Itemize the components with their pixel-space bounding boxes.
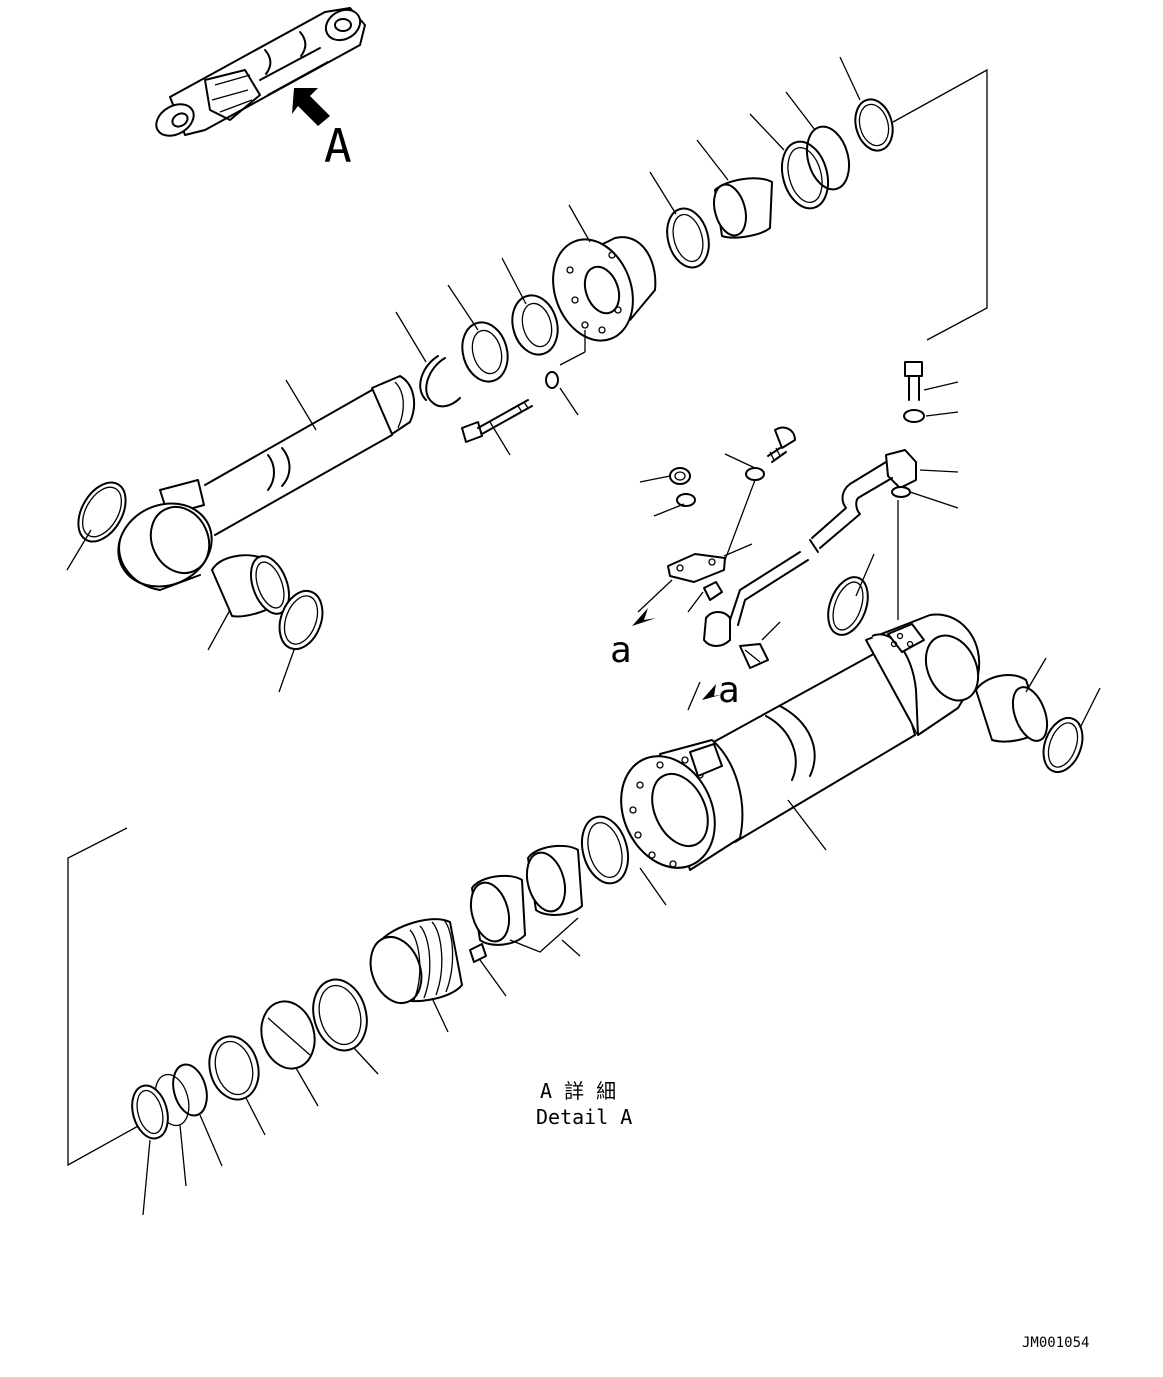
detail-ref-lower: a xyxy=(718,670,740,711)
hydraulic-pipe xyxy=(729,449,917,626)
cushion-ring xyxy=(580,815,630,885)
pipe-clamp xyxy=(703,611,769,669)
rod-eye-bushing xyxy=(211,554,290,618)
pipe-washer xyxy=(903,409,925,423)
piston-pin xyxy=(469,943,487,963)
tube-leader-lines xyxy=(639,553,1101,906)
bottom-eye-bushing xyxy=(975,674,1049,743)
head-o-ring xyxy=(854,98,894,152)
nut-washer xyxy=(676,493,696,507)
overview-cylinder xyxy=(155,7,366,137)
bushing xyxy=(713,177,773,239)
dust-seal xyxy=(780,140,830,210)
view-label: A xyxy=(324,119,352,173)
upper-leader-lines xyxy=(66,56,861,693)
piston-rod xyxy=(117,375,416,591)
bottom-eye-seal-ring xyxy=(827,576,869,636)
clamp-washer xyxy=(745,467,765,481)
bottom-eye-seal-ring-2 xyxy=(1042,716,1084,774)
drawing-number: JM001054 xyxy=(1022,1335,1089,1351)
detail-ref-upper: a xyxy=(610,630,632,671)
piston-seal xyxy=(312,978,368,1052)
pipe-bolt xyxy=(904,361,923,401)
detail-title-en: Detail A xyxy=(536,1105,632,1129)
snap-ring-lower xyxy=(131,1084,169,1140)
rod-eye-seal-ring-2 xyxy=(278,589,324,651)
view-arrow xyxy=(292,88,330,126)
spacer-nut xyxy=(669,467,691,485)
snap-ring xyxy=(419,355,461,408)
lower-leader-lines xyxy=(142,939,581,1216)
detail-ref-arrows xyxy=(632,608,724,700)
bracket-plate xyxy=(703,581,723,601)
backup-ring xyxy=(805,125,851,191)
detail-title-jp: A 詳 細 xyxy=(540,1079,616,1103)
piston-ring-pair xyxy=(469,844,583,953)
head-bolt xyxy=(461,399,533,443)
bushing-ring xyxy=(511,294,559,356)
clamp-bolt xyxy=(767,426,796,463)
piston-wear-ring-2 xyxy=(208,1035,260,1101)
wear-ring xyxy=(666,207,710,269)
piston-wear-ring xyxy=(260,1000,316,1070)
tube-flange xyxy=(620,739,744,871)
piston xyxy=(369,918,463,1004)
cylinder-head xyxy=(552,236,657,342)
rod-packing xyxy=(461,321,509,383)
pipe-bracket xyxy=(667,553,726,583)
detail-frame xyxy=(67,68,988,1167)
pipe-leader-lines xyxy=(637,381,959,711)
cylinder-tube xyxy=(689,613,981,843)
pipe-o-ring xyxy=(891,486,911,498)
head-washer xyxy=(545,371,559,389)
